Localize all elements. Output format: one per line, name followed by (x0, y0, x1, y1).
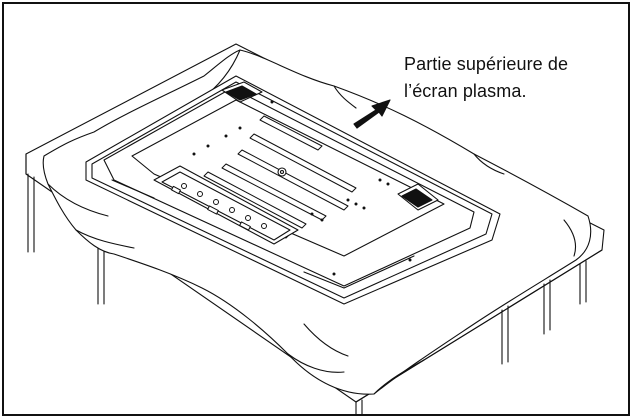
plasma-screen (85, 75, 501, 305)
caption-line-2: l’écran plasma. (404, 81, 527, 101)
up-right-arrow-icon (353, 99, 391, 129)
caption-text: Partie supérieure de l’écran plasma. (404, 51, 624, 105)
plasma-screen-on-table-illustration (25, 43, 605, 414)
caption-line-1: Partie supérieure de (404, 54, 569, 74)
